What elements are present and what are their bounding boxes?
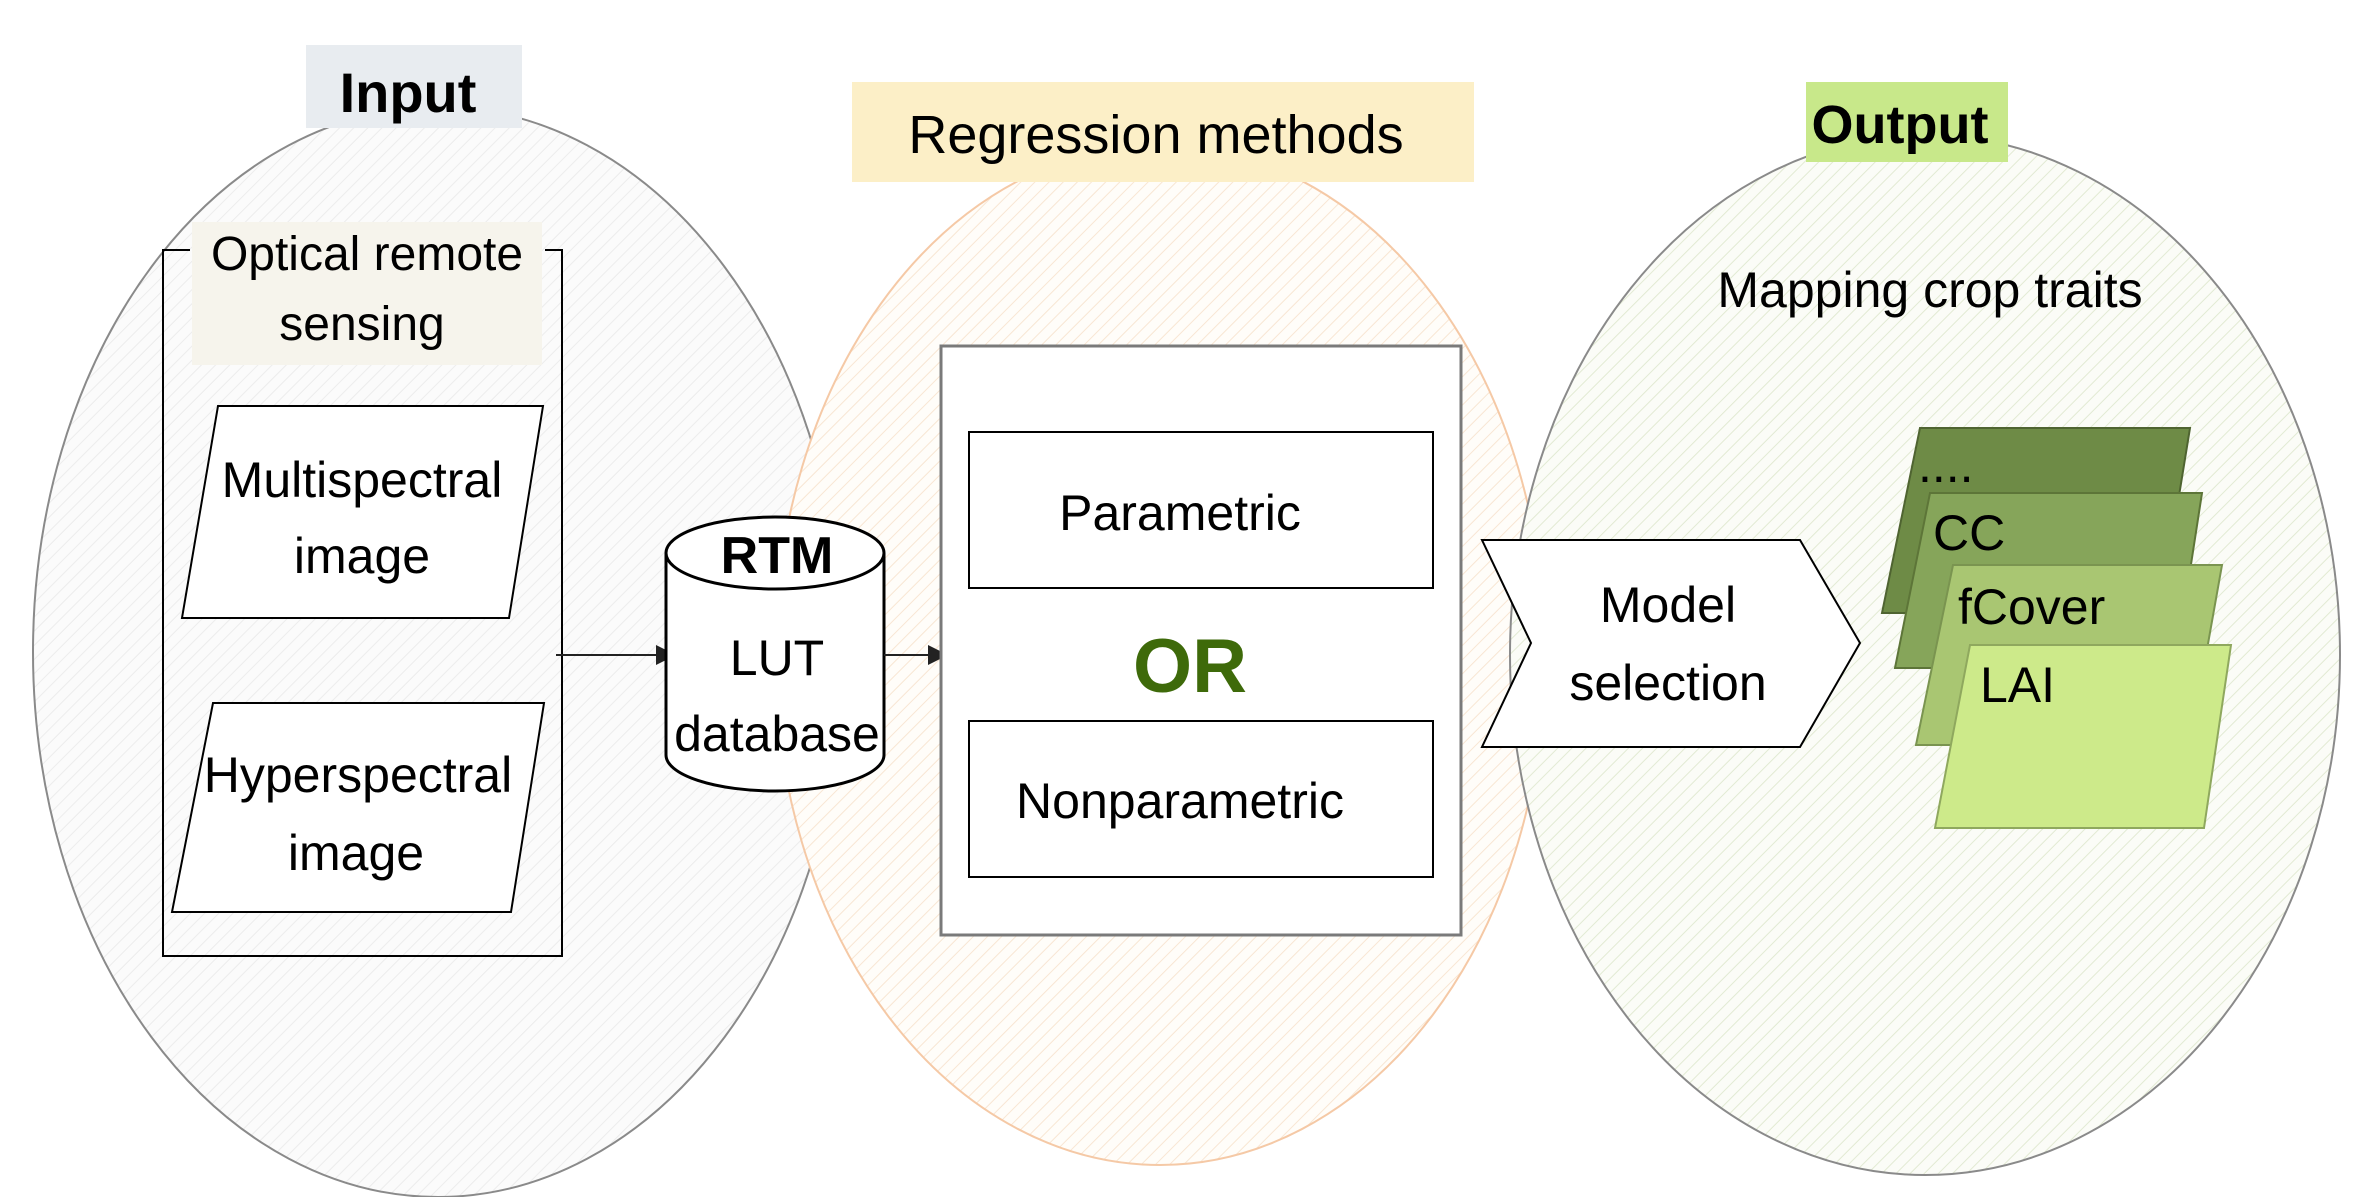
nonparametric-label: Nonparametric [1016, 773, 1344, 829]
model-selection-line1: Model [1600, 577, 1736, 633]
input-heading: Input [306, 45, 522, 128]
model-selection-line2: selection [1569, 655, 1766, 711]
crop-trait-layers: .... CC fCover LAI [1880, 427, 2233, 829]
parametric-label: Parametric [1059, 485, 1301, 541]
layer-cc-label: CC [1933, 505, 2005, 561]
or-label: OR [1133, 624, 1247, 709]
rtm-title: RTM [721, 527, 834, 585]
parametric-box [968, 431, 1434, 589]
layer-lai [1933, 644, 2233, 829]
rtm-line1: LUT [730, 630, 824, 686]
regression-heading-text: Regression methods [908, 105, 1403, 165]
regression-heading: Regression methods [852, 82, 1474, 182]
group-label-line1: Optical remote [211, 228, 523, 281]
layer-fcover-label: fCover [1958, 579, 2105, 635]
rtm-line2: database [674, 706, 880, 762]
group-label-line2: sensing [279, 298, 444, 351]
nonparametric-box [968, 720, 1434, 878]
hyperspectral-image-node: Hyperspectral image [170, 702, 546, 913]
multispectral-line1: Multispectral [222, 452, 503, 508]
multispectral-image-node: Multispectral image [180, 405, 545, 619]
regression-methods-box: Parametric OR Nonparametric [939, 344, 1463, 937]
layer-lai-label: LAI [1980, 657, 2055, 713]
layer-other-label: .... [1918, 437, 1974, 493]
multispectral-line2: image [294, 528, 430, 584]
output-subtitle: Mapping crop traits [1717, 262, 2142, 318]
output-heading: Output [1806, 82, 2008, 162]
input-heading-text: Input [340, 61, 477, 124]
hyperspectral-line2: image [288, 825, 424, 881]
rtm-database-node: RTM LUT database [664, 515, 886, 793]
optical-remote-sensing-group: Optical remote sensing [162, 222, 563, 957]
output-heading-text: Output [1812, 95, 1989, 155]
hyperspectral-line1: Hyperspectral [204, 747, 512, 803]
model-selection-node: Model selection [1480, 539, 1862, 748]
